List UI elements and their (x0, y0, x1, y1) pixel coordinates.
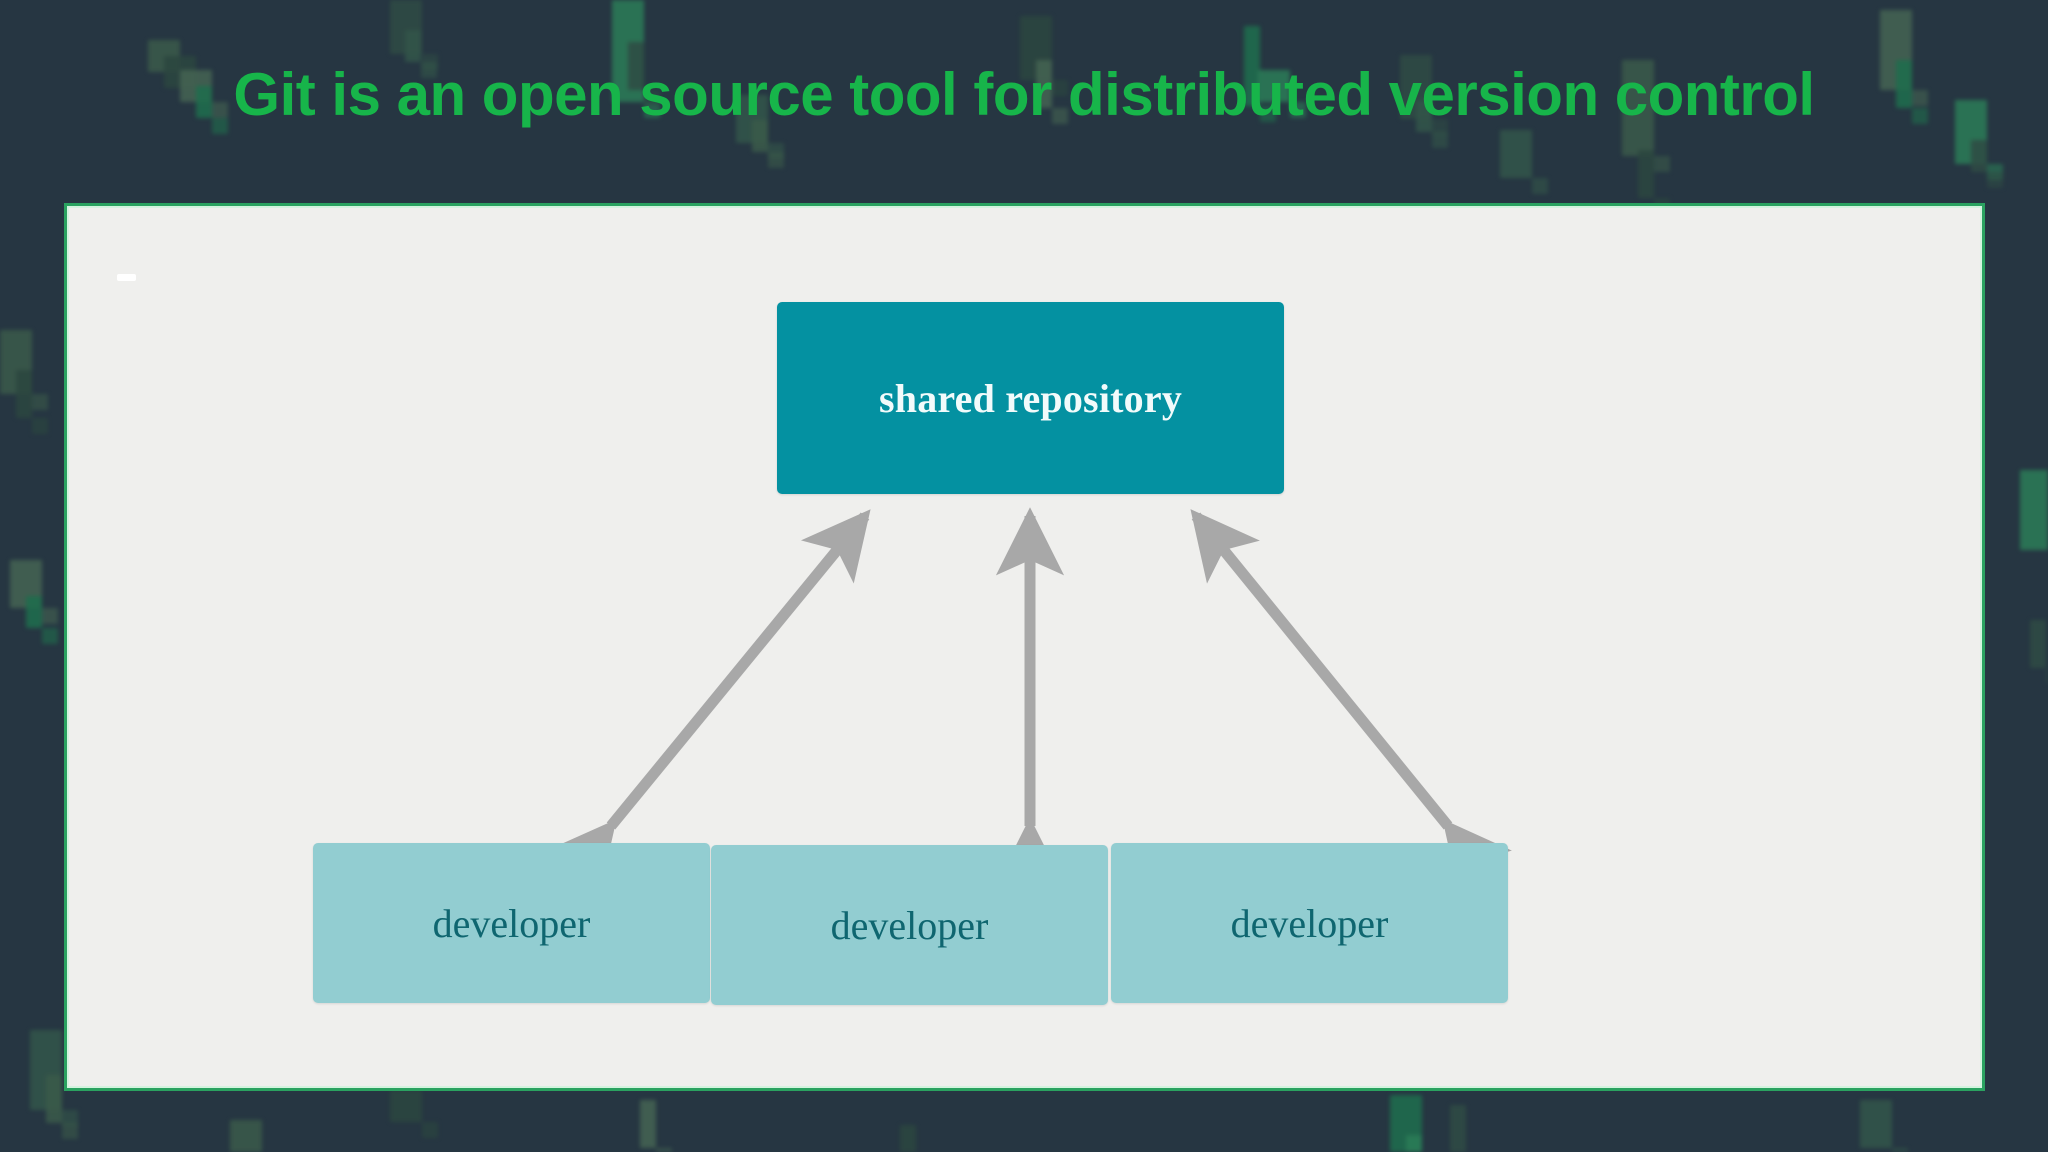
background-pixel-block (1432, 119, 1448, 135)
background-pixel-block (42, 608, 58, 624)
node-developer-3[interactable]: developer (1111, 843, 1508, 1003)
background-pixel-block (1987, 172, 2003, 188)
node-developer-2-label: developer (830, 902, 989, 948)
background-pixel-block (46, 1075, 62, 1123)
background-pixel-block (1450, 1105, 1466, 1152)
background-pixel-block (62, 1110, 78, 1126)
background-pixel-block (1892, 1148, 1908, 1152)
background-pixel-block (644, 90, 660, 106)
background-pixel-block (1244, 26, 1260, 106)
background-pixel-block (1638, 150, 1654, 198)
background-pixel-block (1260, 106, 1276, 122)
background-pixel-block (1416, 100, 1432, 132)
background-pixel-block (32, 418, 48, 434)
background-pixel-block (390, 1090, 422, 1122)
background-pixel-block (1532, 178, 1548, 194)
background-pixel-block (1406, 1135, 1422, 1152)
background-pixel-block (1432, 132, 1448, 148)
node-shared-repository[interactable]: shared repository (777, 302, 1284, 494)
edge-repo-dev1 (546, 509, 871, 894)
diagram-panel: shared repository developer developer de… (64, 203, 1985, 1091)
background-pixel-block (768, 152, 784, 168)
background-pixel-block (1500, 130, 1532, 178)
background-pixel-block (405, 30, 421, 62)
node-developer-3-label: developer (1230, 900, 1389, 946)
background-pixel-block (1622, 60, 1654, 156)
node-shared-repository-label: shared repository (878, 375, 1183, 421)
panel-corner-mark (117, 274, 136, 281)
background-pixel-block (1654, 156, 1670, 172)
background-pixel-block (421, 62, 437, 78)
background-pixel-block (628, 42, 644, 90)
background-pixel-block (1052, 108, 1068, 124)
background-pixel-block (212, 102, 228, 118)
background-pixel-block (1896, 60, 1912, 108)
node-developer-1[interactable]: developer (313, 843, 710, 1003)
background-pixel-block (62, 1123, 78, 1139)
node-developer-2[interactable]: developer (711, 845, 1108, 1005)
background-pixel-block (900, 1125, 916, 1152)
page-title: Git is an open source tool for distribut… (233, 61, 1815, 128)
node-developer-1-label: developer (432, 900, 591, 946)
background-pixel-block (752, 120, 768, 152)
background-pixel-block (26, 596, 42, 628)
background-pixel-block (644, 102, 660, 118)
background-pixel-block (2030, 620, 2046, 668)
background-pixel-block (1290, 102, 1306, 118)
background-pixel-block (1036, 60, 1052, 108)
background-pixel-block (32, 394, 48, 410)
background-pixel-block (656, 1148, 672, 1152)
background-pixel-block (640, 1100, 656, 1148)
background-pixel-block (1860, 1100, 1892, 1148)
background-pixel-block (1258, 70, 1290, 102)
background-pixel-block (196, 86, 212, 118)
background-pixel-block (2046, 668, 2048, 684)
background-pixel-block (1971, 140, 1987, 172)
edge-repo-dev3 (1190, 509, 1512, 894)
background-pixel-block (1052, 80, 1068, 96)
background-pixel-block (212, 118, 228, 134)
background-pixel-block (1912, 108, 1928, 124)
background-pixel-block (422, 1122, 438, 1138)
background-pixel-block (2020, 470, 2048, 550)
background-pixel-block (16, 370, 32, 418)
background-pixel-block (1912, 90, 1928, 106)
background-pixel-block (230, 1120, 262, 1152)
background-pixel-block (42, 628, 58, 644)
